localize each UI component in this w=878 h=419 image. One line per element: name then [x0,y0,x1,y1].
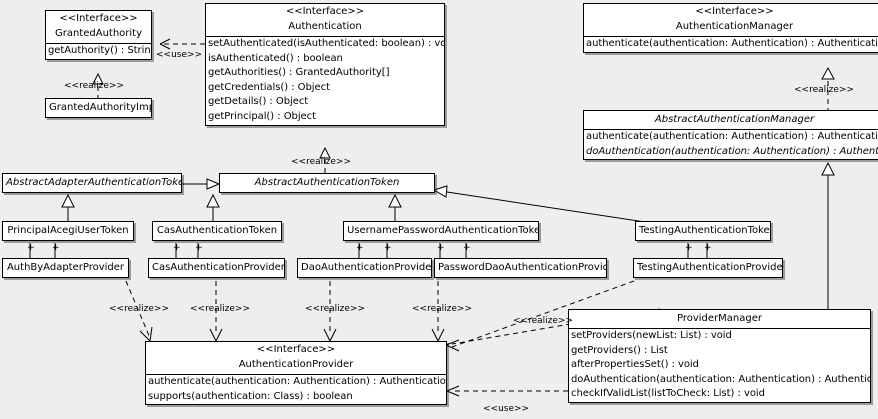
operation-row: getPrincipal() : Object [208,110,316,122]
class-name-label: AuthenticationManager [675,21,794,32]
operation-row: supports(authentication: Class) : boolea… [148,390,353,402]
stereotype-label: <<Interface>> [695,6,774,17]
operation-row: checkIfValidList(listToCheck: List) : vo… [571,388,765,400]
operation-row: isAuthenticated() : boolean [208,52,343,64]
operation-row: getAuthority() : String [48,45,152,56]
class-name-label: AuthenticationProvider [238,359,354,370]
edge-label-realize-granted-authority-impl: <<realize>> [64,81,124,91]
operations-compartment: setProviders(newList: List) : void getPr… [569,328,870,402]
class-abstract-authentication-token[interactable]: AbstractAuthenticationToken [219,173,435,193]
operation-row: getProviders() : List [571,344,668,356]
class-header-authentication: <<Interface>> Authentication [206,4,444,36]
multiplicity-upat-right-a: + [437,243,445,253]
operation-row: afterPropertiesSet() : void [571,359,699,371]
stereotype-label: <<Interface>> [59,13,138,24]
class-name-label: DaoAuthenticationProvider [301,262,432,273]
operation-row: setProviders(newList: List) : void [571,330,732,341]
class-testing-authentication-provider[interactable]: TestingAuthenticationProvider [633,258,783,278]
edge-label-realize-cas-provider: <<realize>> [190,304,250,314]
class-name-label: PasswordDaoAuthenticationProvider [438,262,607,273]
class-header-authentication-provider: <<Interface>> AuthenticationProvider [146,342,446,374]
class-provider-manager[interactable]: ProviderManager setProviders(newList: Li… [568,309,871,403]
operation-row: authenticate(authentication: Authenticat… [586,38,878,49]
operation-row: authenticate(authentication: Authenticat… [148,376,447,387]
class-granted-authority[interactable]: <<Interface>> GrantedAuthority getAuthor… [45,10,152,60]
class-dao-authentication-provider[interactable]: DaoAuthenticationProvider [297,258,432,278]
class-name-label: PrincipalAcegiUserToken [7,225,129,236]
edge-label-realize-dao-provider: <<realize>> [305,304,365,314]
multiplicity-testing-right: + [704,243,712,253]
class-cas-authentication-provider[interactable]: CasAuthenticationProvider [148,258,285,278]
operation-row: authenticate(authentication: Authenticat… [586,131,878,142]
class-authentication-manager[interactable]: <<Interface>> AuthenticationManager auth… [583,3,878,53]
class-abstract-adapter-authentication-token[interactable]: AbstractAdapterAuthenticationToken [2,173,182,193]
class-name-label: UsernamePasswordAuthenticationToken [347,225,539,236]
class-name-label: AbstractAuthenticationToken [254,177,400,188]
operations-compartment: authenticate(authentication: Authenticat… [584,129,878,159]
operation-row: getAuthorities() : GrantedAuthority[] [208,67,390,79]
stereotype-label: <<Interface>> [256,344,336,355]
multiplicity-upat-left-a: + [356,243,364,253]
class-name-label: Authentication [288,21,362,32]
multiplicity-testing-left: + [685,243,693,253]
edge-label-realize-password-dao-provider: <<realize>> [412,304,472,314]
class-name-label: GrantedAuthorityImpl [49,102,152,113]
edge-label-realize-abstract-authentication-token: <<realize>> [291,157,351,167]
operation-row: doAuthentication(authentication: Authent… [586,145,878,157]
class-name-label: TestingAuthenticationProvider [637,262,783,273]
edge-label-realize-abstract-authentication-manager: <<realize>> [794,85,854,95]
class-abstract-authentication-manager[interactable]: AbstractAuthenticationManager authentica… [583,110,878,161]
class-cas-authentication-token[interactable]: CasAuthenticationToken [152,221,282,241]
class-name-label: CasAuthenticationProvider [152,262,285,273]
edge-label-realize-auth-by-adapter-provider: <<realize>> [109,304,169,314]
class-principal-acegi-user-token[interactable]: PrincipalAcegiUserToken [2,221,134,241]
multiplicity-cas-token-left: + [173,243,181,253]
class-auth-by-adapter-provider[interactable]: AuthByAdapterProvider [2,258,129,278]
class-authentication-provider[interactable]: <<Interface>> AuthenticationProvider aut… [145,341,447,406]
operation-row: doAuthentication(authentication: Authent… [571,373,871,385]
class-authentication[interactable]: <<Interface>> Authentication setAuthenti… [205,3,445,126]
class-password-dao-authentication-provider[interactable]: PasswordDaoAuthenticationProvider [434,258,607,278]
class-name-label: AuthByAdapterProvider [6,262,125,273]
class-name-label: AbstractAuthenticationManager [654,114,815,125]
edge-label-use-granted-authority: <<use>> [156,50,203,60]
multiplicity-upat-left-b: + [384,243,392,253]
operation-row: setAuthenticated(isAuthenticated: boolea… [208,38,445,49]
class-granted-authority-impl[interactable]: GrantedAuthorityImpl [45,98,152,118]
class-testing-authentication-token[interactable]: TestingAuthenticationToken [635,221,771,241]
operations-compartment: setAuthenticated(isAuthenticated: boolea… [206,36,444,125]
operation-row: getDetails() : Object [208,96,309,108]
edge-label-realize-provider-manager: <<realize>> [513,316,573,326]
class-header-authentication-manager: <<Interface>> AuthenticationManager [584,4,878,36]
operation-row: getCredentials() : Object [208,81,330,93]
operations-compartment: authenticate(authentication: Authenticat… [146,374,446,404]
class-username-password-authentication-token[interactable]: UsernamePasswordAuthenticationToken [343,221,539,241]
multiplicity-upat-right-b: + [463,243,471,253]
multiplicity-cas-token-right: + [195,243,203,253]
class-name-label: CasAuthenticationToken [156,225,278,236]
edge-label-use-provider-manager: <<use>> [483,404,530,414]
class-name-label: GrantedAuthority [54,28,143,39]
multiplicity-principal-acegi-right: + [52,243,60,253]
stereotype-label: <<Interface>> [285,6,365,17]
operations-compartment: authenticate(authentication: Authenticat… [584,36,878,52]
class-name-label: TestingAuthenticationToken [639,225,771,236]
class-name-label: AbstractAdapterAuthenticationToken [6,177,182,188]
operations-compartment: getAuthority() : String [46,43,151,59]
class-header-granted-authority: <<Interface>> GrantedAuthority [46,11,151,43]
class-name-label: ProviderManager [676,313,762,324]
multiplicity-principal-acegi-left: + [27,243,35,253]
